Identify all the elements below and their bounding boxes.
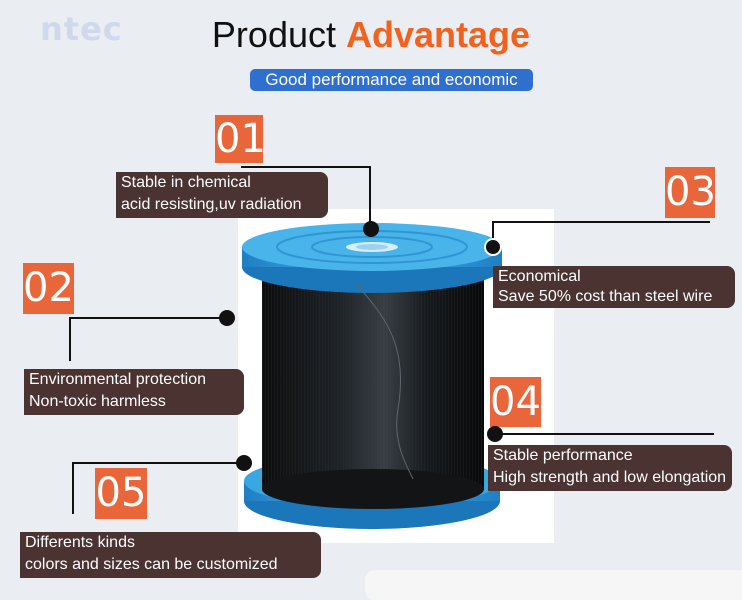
- feature-05-label: Differents kinds colors and sizes can be…: [20, 532, 321, 578]
- feature-02-number: 02: [23, 263, 74, 314]
- feature-03-line2: Save 50% cost than steel wire: [498, 288, 713, 305]
- title-plain: Product: [211, 14, 336, 55]
- feature-04-dot: [487, 426, 503, 442]
- feature-05-connector: [72, 462, 242, 464]
- feature-01-connector-vertical: [369, 166, 371, 226]
- feature-05-connector-vertical: [72, 462, 74, 514]
- feature-01-line2: acid resisting,uv radiation: [121, 196, 302, 213]
- bottom-card-edge: [365, 570, 742, 600]
- logo: ntec: [40, 10, 123, 48]
- feature-02-label: Environmental protection Non-toxic harml…: [24, 369, 244, 415]
- subtitle-banner: Good performance and economic: [250, 69, 533, 91]
- feature-03-connector: [492, 221, 710, 223]
- feature-01-dot: [363, 221, 379, 237]
- feature-03-connector-vertical: [492, 221, 494, 241]
- feature-04-connector: [496, 433, 714, 435]
- feature-01-line1: Stable in chemical: [121, 174, 251, 191]
- feature-02-line1: Environmental protection: [29, 371, 206, 388]
- feature-04-number: 04: [490, 377, 541, 427]
- feature-03-number: 03: [665, 167, 716, 218]
- page-title: Product Advantage: [0, 14, 742, 56]
- feature-02-connector: [69, 317, 227, 319]
- feature-05-line1: Differents kinds: [25, 534, 135, 551]
- feature-01-number: 01: [215, 115, 266, 163]
- title-accent: Advantage: [346, 14, 531, 55]
- feature-02-dot: [219, 310, 235, 326]
- feature-02-line2: Non-toxic harmless: [29, 393, 166, 410]
- feature-03-line1: Economical: [498, 268, 581, 285]
- wire-spool-image: [242, 223, 502, 529]
- feature-04-label: Stable performance High strength and low…: [488, 445, 732, 491]
- feature-05-dot: [236, 455, 252, 471]
- feature-04-line2: High strength and low elongation: [493, 469, 727, 486]
- feature-02-connector-vertical: [69, 317, 71, 361]
- feature-03-dot: [484, 238, 502, 256]
- feature-01-label: Stable in chemical acid resisting,uv rad…: [116, 172, 328, 218]
- feature-04-line1: Stable performance: [493, 447, 633, 464]
- feature-05-number: 05: [95, 468, 147, 519]
- feature-05-line2: colors and sizes can be customized: [25, 556, 278, 573]
- product-photo: [238, 209, 554, 543]
- feature-03-label: Economical Save 50% cost than steel wire: [493, 266, 735, 308]
- feature-01-connector: [241, 166, 371, 168]
